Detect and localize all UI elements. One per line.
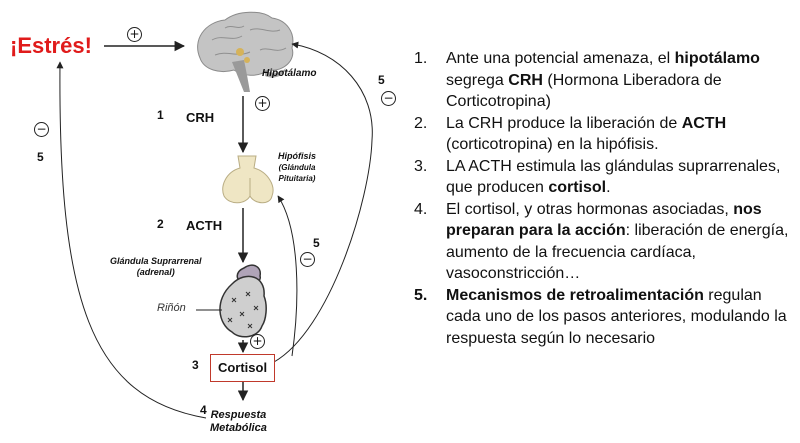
minus-sign: − xyxy=(300,252,315,267)
kidney-label: Riñón xyxy=(157,302,186,314)
minus-sign: − xyxy=(34,122,49,137)
response-line2: Metabólica xyxy=(210,422,267,434)
hypothalamus-label: Hipotálamo xyxy=(262,68,317,79)
step-number: 2. xyxy=(414,114,428,132)
feedback-to-pituitary xyxy=(277,195,298,357)
step-text: : liberación de energía, aumento de la f… xyxy=(446,222,789,282)
step-number: 3. xyxy=(414,157,428,175)
step-item: 3. LA ACTH estimula las glándulas suprarr… xyxy=(412,156,797,199)
cortisol-box: Cortisol xyxy=(210,354,275,382)
feedback-number: 5 xyxy=(378,73,385,87)
stress-label: ¡Estrés! xyxy=(10,33,92,58)
brain-icon xyxy=(197,11,294,92)
step-text: . xyxy=(606,179,611,196)
step-text: (Hormona Liberadora de Corticotropina) xyxy=(446,71,722,111)
diagram-graphics xyxy=(56,11,373,419)
step-item: 1. Ante una potencial amenaza, el hipotál… xyxy=(412,48,797,113)
step-text: segrega xyxy=(446,71,509,89)
plus-sign: + xyxy=(127,27,142,42)
step-text: regulan cada uno de los pasos anteriores… xyxy=(446,286,787,347)
adrenal-label-line1: Glándula Suprarrenal xyxy=(110,256,202,266)
plus-sign: + xyxy=(255,96,270,111)
pituitary-label-line2: (Glándula xyxy=(278,163,316,172)
step4-number: 4 xyxy=(200,403,207,417)
step-text: La CRH produce la liberación de xyxy=(446,114,682,132)
step-emphasis: cortisol xyxy=(548,179,607,196)
response-line1: Respuesta xyxy=(210,409,267,421)
minus-sign: − xyxy=(381,91,396,106)
step1-number: 1 xyxy=(157,108,164,122)
pituitary-label-line3: Pituitaria) xyxy=(278,174,316,183)
step2-number: 2 xyxy=(157,217,164,231)
step-item: 4. El cortisol, y otras hormonas asociada… xyxy=(412,199,797,285)
step-emphasis: CRH xyxy=(508,71,543,89)
pituitary-label: Hipófisis (Glándula Pituitaria) xyxy=(278,151,316,184)
plus-sign: + xyxy=(250,334,265,349)
step-emphasis: hipotálamo xyxy=(674,50,760,67)
steps-list: 1. Ante una potencial amenaza, el hipotál… xyxy=(412,48,797,349)
adrenal-label: Glándula Suprarrenal (adrenal) xyxy=(110,256,202,278)
step-emphasis: ACTH xyxy=(681,114,727,132)
step-emphasis: nos preparan para la acción xyxy=(446,200,762,240)
acth-label: ACTH xyxy=(186,218,223,233)
pituitary-label-line1: Hipófisis xyxy=(278,151,317,161)
crh-label: CRH xyxy=(186,110,215,125)
step-item: 2. La CRH produce la liberación de ACTH (… xyxy=(412,113,797,156)
step-number: 4. xyxy=(414,200,428,218)
pituitary-gland-icon xyxy=(222,155,274,204)
step-number: 5. xyxy=(414,286,428,304)
hpa-axis-diagram: ¡Estrés! + Hipotálamo 1 CRH + Hipófisis … xyxy=(10,11,396,435)
feedback-number: 5 xyxy=(37,150,44,164)
step-text: (corticotropina) en la hipófisis. xyxy=(446,136,659,153)
adrenal-label-line2: (adrenal) xyxy=(136,267,175,277)
step-text: El cortisol, y otras hormonas asociadas, xyxy=(446,200,734,218)
step-text: LA ACTH estimula las glándulas suprarren… xyxy=(446,157,781,197)
feedback-to-hypothalamus xyxy=(273,41,373,363)
step3-number: 3 xyxy=(192,358,199,372)
kidney-icon xyxy=(219,264,267,338)
step-number: 1. xyxy=(414,50,428,67)
step-emphasis: Mecanismos de retroalimentación xyxy=(446,286,704,304)
step-text: Ante una potencial amenaza, el xyxy=(446,50,675,67)
metabolic-response-label: Respuesta Metabólica xyxy=(210,409,267,435)
feedback-to-stress xyxy=(56,61,207,419)
feedback-number: 5 xyxy=(313,236,320,250)
step-item: 5. Mecanismos de retroalimentación regula… xyxy=(412,285,797,350)
